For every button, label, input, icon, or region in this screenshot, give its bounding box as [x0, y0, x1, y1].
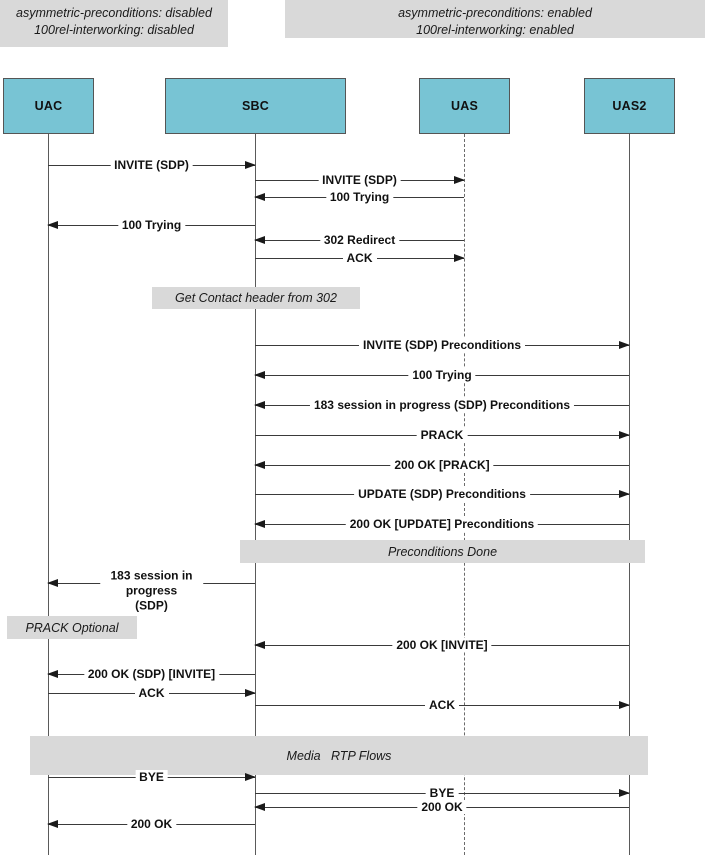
arrowhead-left-icon: [254, 370, 265, 379]
message-label: ACK: [134, 686, 169, 700]
message-label: 100 Trying: [408, 368, 476, 382]
arrowhead-left-icon: [254, 400, 265, 409]
participant-label: UAS2: [612, 99, 647, 113]
message-label: 200 OK [UPDATE] Preconditions: [345, 517, 539, 531]
arrowhead-right-icon: [619, 340, 630, 349]
arrowhead-right-icon: [619, 700, 630, 709]
message-label: 200 OK: [126, 817, 177, 831]
message-label: INVITE (SDP): [110, 158, 193, 172]
arrowhead-right-icon: [245, 160, 256, 169]
message-label: 200 OK [INVITE]: [392, 638, 492, 652]
participant-label: UAS: [451, 99, 478, 113]
arrowhead-left-icon: [47, 220, 58, 229]
message-label: 100 Trying: [325, 190, 394, 204]
arrowhead-right-icon: [619, 788, 630, 797]
message-label: 183 session in progress (SDP) Preconditi…: [309, 398, 575, 412]
participant-uas2[interactable]: UAS2: [584, 78, 675, 134]
media-rtp-flows-note: Media RTP Flows: [30, 736, 648, 775]
prack-optional-note: PRACK Optional: [7, 616, 137, 639]
message-label: 200 OK (SDP) [INVITE]: [83, 667, 220, 681]
right-config-note: asymmetric-preconditions: enabled 100rel…: [285, 0, 705, 38]
arrowhead-left-icon: [47, 819, 58, 828]
message-label: ACK: [425, 698, 459, 712]
message-label: ACK: [342, 251, 377, 265]
arrowhead-right-icon: [454, 175, 465, 184]
participant-label: UAC: [34, 99, 63, 113]
participant-sbc[interactable]: SBC: [165, 78, 346, 134]
participant-label: SBC: [242, 99, 269, 113]
participant-uac[interactable]: UAC: [3, 78, 94, 134]
arrowhead-left-icon: [254, 519, 265, 528]
arrowhead-left-icon: [47, 578, 58, 587]
arrowhead-left-icon: [254, 460, 265, 469]
message-label: 183 session in progress (SDP): [99, 568, 204, 614]
message-label: 100 Trying: [117, 218, 186, 232]
message-label: PRACK: [416, 428, 468, 442]
get-contact-header-note: Get Contact header from 302: [152, 287, 360, 309]
message-label: INVITE (SDP) Preconditions: [358, 338, 526, 352]
message-label: 200 OK: [417, 800, 467, 814]
arrowhead-right-icon: [245, 772, 256, 781]
message-label: BYE: [135, 770, 168, 784]
message-label: 302 Redirect: [319, 233, 400, 247]
arrowhead-left-icon: [47, 669, 58, 678]
message-label: UPDATE (SDP) Preconditions: [354, 487, 530, 501]
arrowhead-right-icon: [454, 253, 465, 262]
preconditions-done-note: Preconditions Done: [240, 540, 645, 563]
arrowhead-right-icon: [245, 688, 256, 697]
message-label: BYE: [425, 786, 459, 800]
arrowhead-right-icon: [619, 489, 630, 498]
left-config-note: asymmetric-preconditions: disabled 100re…: [0, 0, 228, 47]
message-label: INVITE (SDP): [318, 173, 401, 187]
participant-uas[interactable]: UAS: [419, 78, 510, 134]
arrowhead-left-icon: [254, 802, 265, 811]
arrowhead-left-icon: [254, 235, 265, 244]
arrowhead-right-icon: [619, 430, 630, 439]
arrowhead-left-icon: [254, 192, 265, 201]
arrowhead-left-icon: [254, 640, 265, 649]
message-label: 200 OK [PRACK]: [390, 458, 494, 472]
lifeline-uac: [48, 134, 49, 855]
